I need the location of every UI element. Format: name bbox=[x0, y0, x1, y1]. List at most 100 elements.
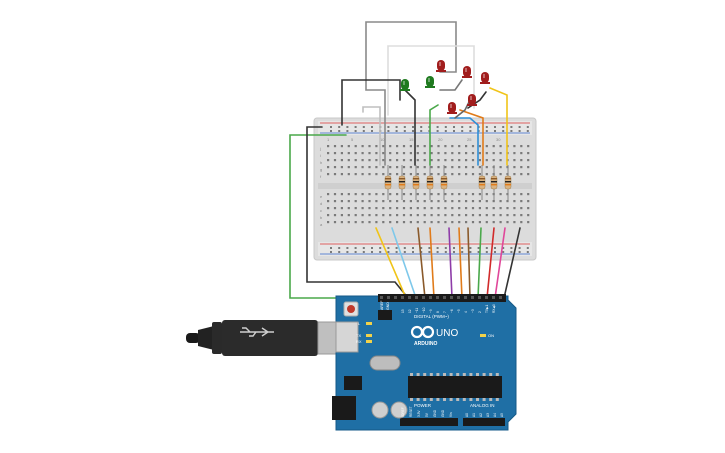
resistor[interactable] bbox=[490, 175, 498, 190]
breadboard-hole[interactable] bbox=[423, 166, 426, 169]
rail-hole[interactable] bbox=[379, 247, 382, 249]
rail-hole[interactable] bbox=[485, 247, 488, 249]
rail-hole[interactable] bbox=[494, 126, 496, 128]
rail-hole[interactable] bbox=[395, 251, 398, 253]
breadboard-hole[interactable] bbox=[513, 214, 516, 217]
breadboard-hole[interactable] bbox=[389, 159, 392, 162]
breadboard-hole[interactable] bbox=[492, 207, 495, 210]
breadboard-hole[interactable] bbox=[347, 152, 350, 155]
breadboard-hole[interactable] bbox=[513, 152, 516, 155]
header-pin[interactable] bbox=[471, 296, 474, 299]
rail-hole[interactable] bbox=[518, 130, 521, 132]
breadboard-hole[interactable] bbox=[389, 200, 392, 203]
breadboard-hole[interactable] bbox=[340, 152, 343, 155]
rail-hole[interactable] bbox=[362, 130, 365, 132]
led[interactable] bbox=[468, 94, 476, 105]
breadboard-hole[interactable] bbox=[471, 207, 475, 210]
rail-hole[interactable] bbox=[485, 126, 488, 128]
breadboard-hole[interactable] bbox=[416, 166, 419, 169]
breadboard-hole[interactable] bbox=[430, 221, 433, 224]
breadboard-hole[interactable] bbox=[361, 173, 364, 176]
rail-hole[interactable] bbox=[420, 247, 423, 249]
breadboard-hole[interactable] bbox=[527, 200, 530, 203]
breadboard-hole[interactable] bbox=[382, 193, 385, 196]
breadboard-hole[interactable] bbox=[382, 200, 385, 203]
header-pin[interactable] bbox=[415, 296, 418, 299]
breadboard-hole[interactable] bbox=[465, 193, 468, 196]
resistor[interactable] bbox=[426, 175, 434, 190]
breadboard-hole[interactable] bbox=[471, 214, 475, 217]
breadboard-hole[interactable] bbox=[416, 145, 419, 148]
breadboard-hole[interactable] bbox=[471, 152, 475, 155]
breadboard-hole[interactable] bbox=[333, 152, 337, 155]
breadboard-hole[interactable] bbox=[382, 166, 385, 169]
rail-hole[interactable] bbox=[477, 251, 480, 253]
breadboard-hole[interactable] bbox=[451, 152, 454, 155]
breadboard-hole[interactable] bbox=[347, 200, 350, 203]
rail-hole[interactable] bbox=[444, 247, 447, 249]
breadboard-hole[interactable] bbox=[333, 193, 337, 196]
breadboard-hole[interactable] bbox=[527, 207, 530, 210]
resistor[interactable] bbox=[384, 175, 392, 190]
rail-hole[interactable] bbox=[453, 130, 455, 132]
breadboard-hole[interactable] bbox=[478, 173, 481, 176]
rail-hole[interactable] bbox=[469, 247, 472, 249]
rail-hole[interactable] bbox=[526, 251, 529, 253]
breadboard-hole[interactable] bbox=[513, 221, 516, 224]
header-pin[interactable] bbox=[394, 296, 397, 299]
rail-hole[interactable] bbox=[453, 251, 455, 253]
breadboard-hole[interactable] bbox=[437, 145, 440, 148]
rail-hole[interactable] bbox=[428, 251, 431, 253]
breadboard-hole[interactable] bbox=[347, 207, 350, 210]
breadboard-hole[interactable] bbox=[354, 145, 357, 148]
header-pin[interactable] bbox=[485, 296, 488, 299]
header-pin[interactable] bbox=[422, 296, 425, 299]
breadboard-hole[interactable] bbox=[430, 152, 433, 155]
breadboard-hole[interactable] bbox=[513, 200, 516, 203]
rail-hole[interactable] bbox=[518, 251, 521, 253]
rail-hole[interactable] bbox=[469, 130, 472, 132]
breadboard-hole[interactable] bbox=[485, 166, 488, 169]
breadboard-hole[interactable] bbox=[423, 221, 426, 224]
rail-hole[interactable] bbox=[494, 130, 496, 132]
breadboard-hole[interactable] bbox=[499, 166, 502, 169]
breadboard-hole[interactable] bbox=[333, 214, 337, 217]
breadboard-hole[interactable] bbox=[465, 166, 468, 169]
rail-hole[interactable] bbox=[330, 247, 332, 249]
breadboard-hole[interactable] bbox=[451, 173, 454, 176]
breadboard-hole[interactable] bbox=[354, 159, 357, 162]
rail-hole[interactable] bbox=[387, 251, 390, 253]
rail-hole[interactable] bbox=[444, 126, 447, 128]
breadboard-hole[interactable] bbox=[423, 207, 426, 210]
breadboard-hole[interactable] bbox=[527, 214, 530, 217]
breadboard-hole[interactable] bbox=[396, 207, 399, 210]
rail-hole[interactable] bbox=[354, 247, 357, 249]
breadboard-hole[interactable] bbox=[396, 145, 399, 148]
breadboard-hole[interactable] bbox=[409, 166, 412, 169]
rail-hole[interactable] bbox=[485, 130, 488, 132]
rail-hole[interactable] bbox=[444, 130, 447, 132]
breadboard-hole[interactable] bbox=[485, 207, 488, 210]
breadboard-hole[interactable] bbox=[485, 152, 488, 155]
led[interactable] bbox=[481, 72, 489, 83]
breadboard-hole[interactable] bbox=[471, 173, 475, 176]
breadboard-hole[interactable] bbox=[327, 145, 330, 148]
breadboard-hole[interactable] bbox=[368, 166, 371, 169]
breadboard-hole[interactable] bbox=[409, 145, 412, 148]
breadboard-hole[interactable] bbox=[402, 152, 406, 155]
rail-hole[interactable] bbox=[371, 251, 373, 253]
breadboard-hole[interactable] bbox=[520, 221, 523, 224]
breadboard-hole[interactable] bbox=[375, 145, 378, 148]
breadboard-hole[interactable] bbox=[396, 200, 399, 203]
breadboard-hole[interactable] bbox=[471, 200, 475, 203]
breadboard-hole[interactable] bbox=[396, 214, 399, 217]
breadboard-hole[interactable] bbox=[389, 221, 392, 224]
breadboard-hole[interactable] bbox=[382, 221, 385, 224]
breadboard-hole[interactable] bbox=[444, 173, 447, 176]
breadboard-hole[interactable] bbox=[375, 207, 378, 210]
rail-hole[interactable] bbox=[461, 126, 464, 128]
rail-hole[interactable] bbox=[379, 251, 382, 253]
breadboard-hole[interactable] bbox=[478, 166, 481, 169]
breadboard-hole[interactable] bbox=[354, 207, 357, 210]
breadboard-hole[interactable] bbox=[416, 159, 419, 162]
